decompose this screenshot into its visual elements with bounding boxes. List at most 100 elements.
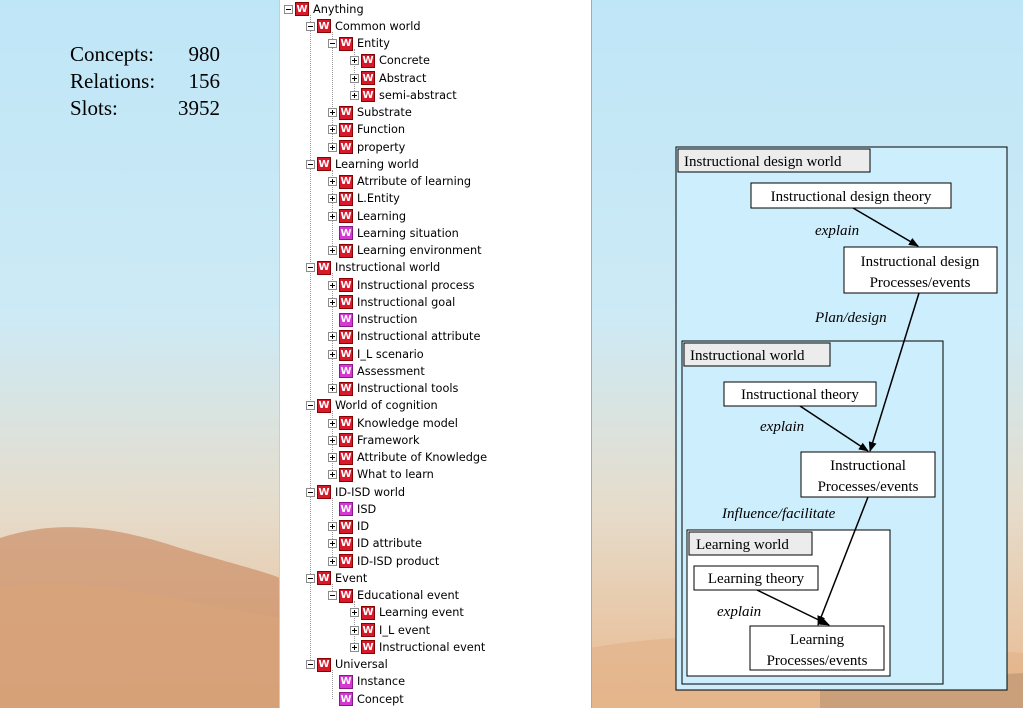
tree-node-label[interactable]: Instructional goal	[357, 295, 456, 309]
tree-node-label[interactable]: ID-ISD world	[335, 485, 406, 499]
collapse-icon[interactable]	[306, 263, 315, 273]
expand-icon[interactable]	[328, 384, 337, 393]
collapse-icon[interactable]	[328, 39, 337, 48]
tree-node-label[interactable]: Atrribute of learning	[357, 175, 472, 188]
collapse-icon[interactable]	[306, 573, 315, 583]
tree-node-label[interactable]: L.Entity	[357, 192, 400, 206]
expand-icon[interactable]	[328, 418, 337, 428]
tree-node-label[interactable]: Instructional world	[335, 261, 441, 275]
expand-icon[interactable]	[328, 556, 337, 566]
expand-icon[interactable]	[328, 297, 337, 307]
expand-icon[interactable]	[328, 453, 337, 462]
collapse-icon[interactable]	[306, 21, 315, 31]
expand-icon[interactable]	[328, 246, 337, 255]
tree-node-label[interactable]: Concept	[357, 692, 404, 706]
tree-node-label[interactable]: Instruction	[357, 313, 418, 326]
tree-node-label[interactable]: ID attribute	[357, 537, 422, 551]
tree-node-label[interactable]: Learning	[357, 209, 407, 223]
expand-icon[interactable]	[328, 349, 337, 359]
tree-node-label[interactable]: property	[357, 140, 406, 154]
expand-icon[interactable]	[350, 73, 359, 83]
expand-icon[interactable]	[328, 522, 337, 531]
tree-node-label[interactable]: Concrete	[379, 54, 430, 68]
tree-node-label[interactable]: Common world	[335, 19, 421, 33]
expand-icon[interactable]	[350, 642, 359, 652]
expand-icon[interactable]	[328, 539, 337, 549]
expand-icon[interactable]	[328, 435, 337, 445]
tree-node-label[interactable]: semi-abstract	[379, 88, 457, 102]
tree-node-label[interactable]: What to learn	[357, 468, 434, 482]
tree-node-label[interactable]: I_L event	[379, 623, 431, 637]
tree-node-label[interactable]: Anything	[313, 2, 364, 16]
tree-node-label[interactable]: Instructional tools	[357, 382, 459, 395]
tree-node-label[interactable]: ID	[357, 520, 370, 533]
expand-icon[interactable]	[350, 625, 359, 635]
expand-icon[interactable]	[328, 470, 337, 480]
expand-icon[interactable]	[328, 332, 337, 342]
tree-node-label[interactable]: Assessment	[357, 364, 425, 378]
tree-node-label[interactable]: Event	[335, 571, 368, 585]
expand-icon[interactable]	[328, 211, 337, 221]
tree-node-label[interactable]: ID-ISD product	[357, 554, 440, 568]
tree-node-label[interactable]: Learning world	[335, 157, 419, 171]
expand-icon[interactable]	[328, 177, 337, 186]
collapse-icon[interactable]	[284, 4, 293, 14]
expand-icon[interactable]	[328, 108, 337, 117]
expand-icon[interactable]	[328, 142, 337, 152]
collapse-icon[interactable]	[306, 159, 315, 169]
tree-node-label[interactable]: Instructional process	[357, 278, 475, 292]
tree-node-label[interactable]: Substrate	[357, 106, 412, 119]
collapse-icon[interactable]	[306, 401, 315, 411]
expand-icon[interactable]	[328, 125, 337, 135]
tree-node-label[interactable]: Learning environment	[357, 244, 482, 257]
tree-node-label[interactable]: ISD	[357, 502, 377, 516]
collapse-icon[interactable]	[306, 487, 315, 497]
expand-icon[interactable]	[328, 194, 337, 204]
expand-icon[interactable]	[350, 90, 359, 100]
collapse-icon[interactable]	[306, 660, 315, 669]
tree-node-label[interactable]: Entity	[357, 37, 390, 50]
tree-node-label[interactable]: Attribute of Knowledge	[357, 451, 488, 464]
tree-node-label[interactable]: Knowledge model	[357, 416, 458, 430]
expand-icon[interactable]	[350, 56, 359, 66]
expand-icon[interactable]	[328, 280, 337, 290]
